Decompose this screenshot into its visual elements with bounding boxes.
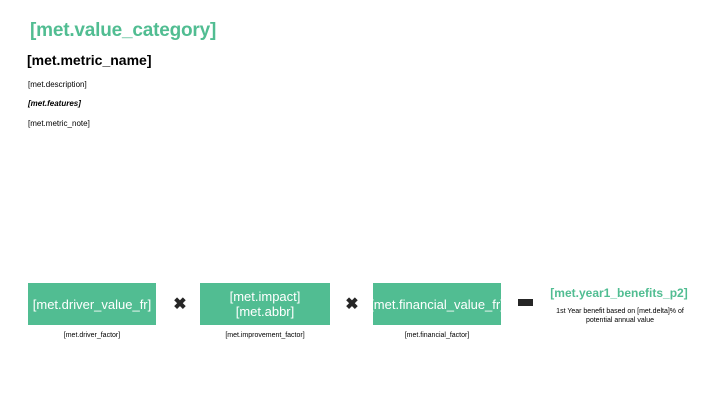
- metric-features-text: [met.features]: [28, 99, 81, 108]
- formula-box-impact[interactable]: [met.impact] [met.abbr]: [200, 283, 330, 325]
- formula-box-driver-value[interactable]: [met.driver_value_fr]: [28, 283, 156, 325]
- formula-box-driver-value-label: [met.driver_value_fr]: [32, 296, 152, 312]
- formula-box-impact-label: [met.impact]: [229, 289, 301, 304]
- metric-note-text: [met.metric_note]: [28, 119, 90, 128]
- metric-description-text: [met.description]: [28, 80, 87, 89]
- formula-caption-driver-factor: [met.driver_factor]: [63, 332, 121, 339]
- multiply-icon: ✖: [345, 296, 359, 313]
- formula-caption-improvement-factor: [met.improvement_factor]: [225, 332, 305, 339]
- multiply-icon: ✖: [173, 296, 187, 313]
- formula-box-financial-value-label: [met.financial_value_fr]: [370, 296, 504, 312]
- equals-icon: [518, 299, 533, 306]
- formula-box-impact-abbr: [met.abbr]: [235, 304, 295, 319]
- result-year1-benefit-title: [met.year1_benefits_p2]: [550, 286, 688, 300]
- formula-caption-financial-factor: [met.financial_factor]: [404, 332, 470, 339]
- formula-box-financial-value[interactable]: [met.financial_value_fr]: [370, 283, 504, 325]
- page-title: [met.value_category]: [30, 20, 217, 41]
- result-year1-benefit-subtitle: 1st Year benefit based on [met.delta]% o…: [556, 308, 684, 324]
- metric-name-heading: [met.metric_name]: [27, 52, 152, 68]
